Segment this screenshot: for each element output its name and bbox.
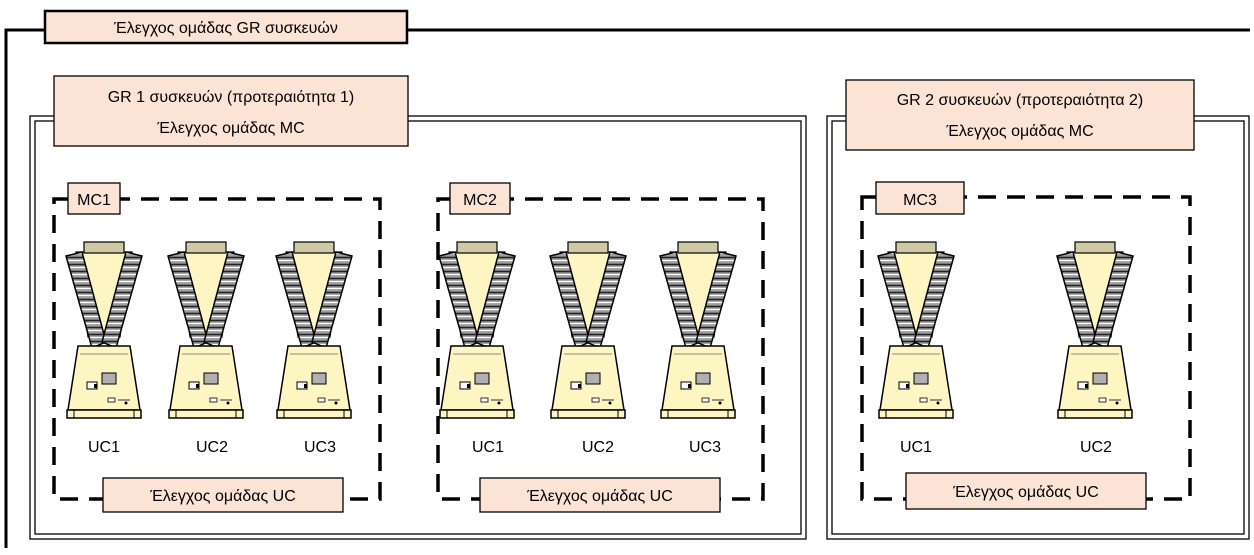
unit-label: UC2 [196,439,228,456]
group-1-frame [29,115,807,540]
group-2-label-box [845,79,1195,151]
outer-group-label-box [43,9,409,45]
group-1-subtitle: Έλεγχος ομάδας MC [156,120,304,137]
outer-group-label: Έλεγχος ομάδας GR συσκευών [113,20,338,37]
unit-icon [275,241,353,419]
unit-label: UC1 [900,439,932,456]
uc-group-label-box [479,477,721,513]
uc-group-label-box [102,477,344,513]
mc2-label-box [449,182,511,215]
unit-icon [549,241,627,419]
uc-group-label: Έλεγχος ομάδας UC [952,484,1099,501]
mc3-label: MC3 [903,192,937,209]
uc-group-label: Έλεγχος ομάδας UC [149,488,296,505]
outer-group-frame [4,28,1250,548]
unit-icon [167,241,245,419]
mc1-label: MC1 [77,192,111,209]
unit-label: UC2 [582,439,614,456]
group-2-title: GR 2 συσκευών (προτεραιότητα 2) [897,92,1144,109]
group-2-subtitle: Έλεγχος ομάδας MC [945,123,1093,140]
unit-label: UC3 [304,439,336,456]
mc3-label-box [875,181,965,215]
unit-icon [65,241,143,419]
unit-label: UC1 [472,439,504,456]
unit-label: UC3 [689,439,721,456]
mc2-label: MC2 [463,192,497,209]
mc1-label-box [67,182,121,215]
uc-group-label-box [905,472,1147,510]
unit-icon [438,241,516,419]
unit-label: UC1 [88,439,120,456]
group-1-title: GR 1 συσκευών (προτεραιότητα 1) [108,89,355,106]
unit-icon [877,241,955,419]
unit-label: UC2 [1080,439,1112,456]
uc-group-label: Έλεγχος ομάδας UC [526,488,673,505]
unit-icon [1056,241,1134,419]
group-1-label-box [53,75,409,147]
unit-icon [659,241,737,419]
